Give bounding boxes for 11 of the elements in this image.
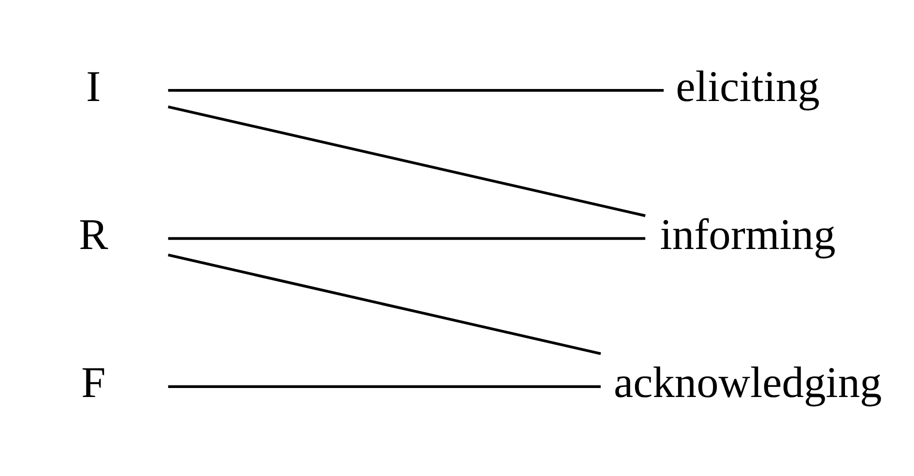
- connector: [168, 88, 664, 92]
- node-text: F: [81, 358, 106, 407]
- node-text: R: [78, 210, 108, 258]
- node-text: informing: [660, 210, 836, 258]
- connector: [168, 236, 646, 240]
- connector: [168, 253, 602, 355]
- node-text: eliciting: [676, 62, 820, 110]
- node-text: I: [86, 62, 101, 110]
- node-text: acknowledging: [614, 358, 882, 407]
- connector: [168, 104, 646, 217]
- connector: [168, 384, 601, 388]
